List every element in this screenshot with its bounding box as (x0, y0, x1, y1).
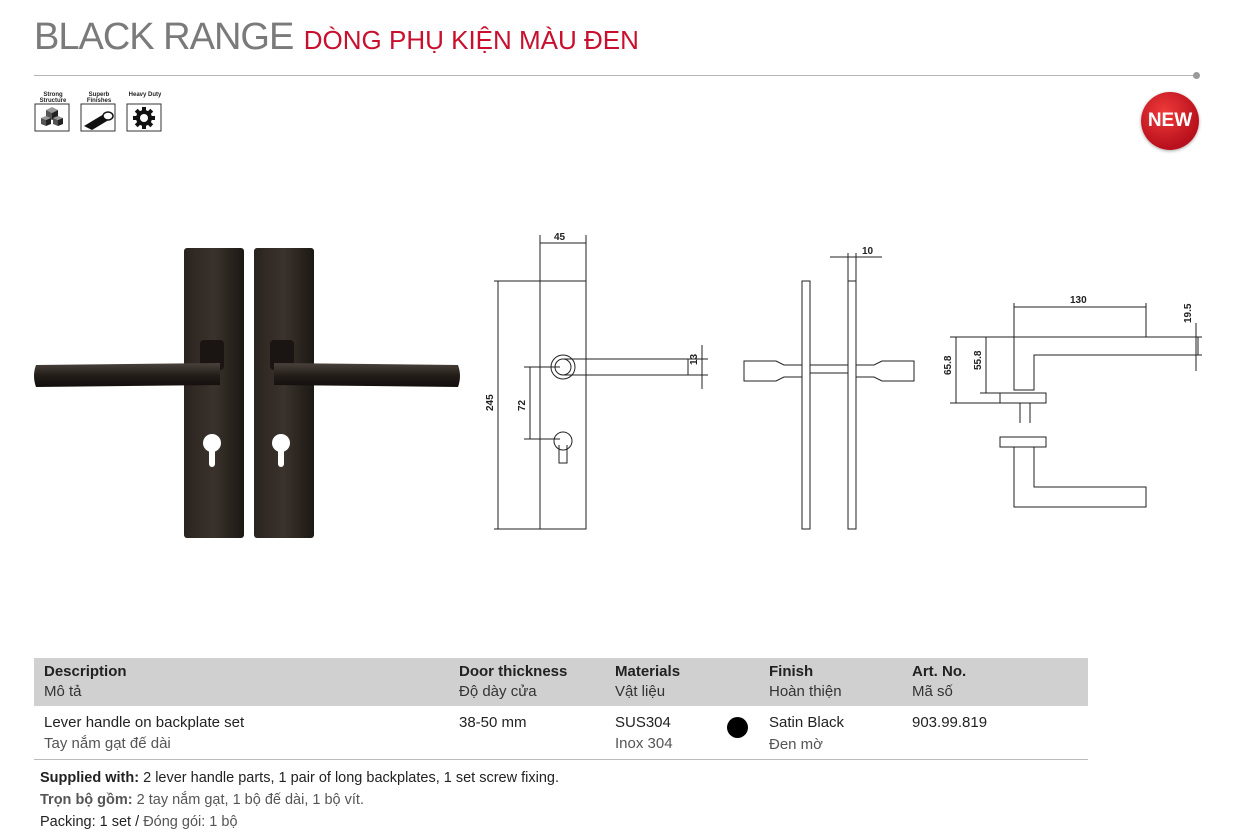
tron-bo-line: Trọn bộ gồm: 2 tay nắm gạt, 1 bộ đế dài,… (40, 792, 364, 808)
gear-icon (126, 103, 162, 132)
badge-label: Finishes (86, 98, 112, 104)
dim-projection: 65.8 (943, 355, 954, 375)
supply-notes: Supplied with: 2 lever handle parts, 1 p… (40, 767, 559, 833)
dim-lever-depth: 19.5 (1183, 303, 1194, 323)
range-title: BLACK RANGE (34, 16, 294, 58)
dim-projection-inner: 55.8 (973, 350, 984, 370)
dim-plate-width: 45 (554, 232, 566, 243)
badge-label: Heavy Duty (128, 92, 162, 98)
dim-plate-thickness: 10 (862, 246, 874, 257)
product-photo (34, 248, 460, 538)
badge-label: Strong (43, 92, 63, 98)
new-badge: NEW (1141, 92, 1199, 150)
supplied-with-line: Supplied with: 2 lever handle parts, 1 p… (40, 770, 559, 786)
cubes-icon (34, 103, 70, 132)
dim-plate-height: 245 (485, 394, 496, 411)
dim-lever-length: 130 (1070, 295, 1087, 306)
packing-line: Packing: 1 set / Đóng gói: 1 bộ (40, 814, 238, 830)
finish-swatch (727, 716, 748, 738)
technical-drawing: 45 245 72 13 10 130 19.5 65.8 55.8 (485, 232, 1202, 530)
header-divider (34, 75, 1196, 76)
cell-art-no: 903.99.819 (902, 706, 1088, 760)
cell-door-thickness: 38-50 mm (449, 706, 605, 760)
header-art-no: Art. No.Mã số (902, 658, 1088, 706)
page-title: BLACK RANGE DÒNG PHỤ KIỆN MÀU ĐEN (34, 16, 639, 59)
roller-icon (80, 103, 116, 132)
range-subtitle: DÒNG PHỤ KIỆN MÀU ĐEN (303, 25, 639, 55)
badge-label: Structure (39, 98, 67, 104)
heavy-duty-badge: Heavy Duty (126, 92, 164, 132)
badge-label: Superb (88, 92, 110, 98)
dim-handle-to-key: 72 (517, 399, 528, 411)
dim-lever-thickness: 13 (689, 353, 700, 365)
divider-dot (1193, 72, 1200, 79)
